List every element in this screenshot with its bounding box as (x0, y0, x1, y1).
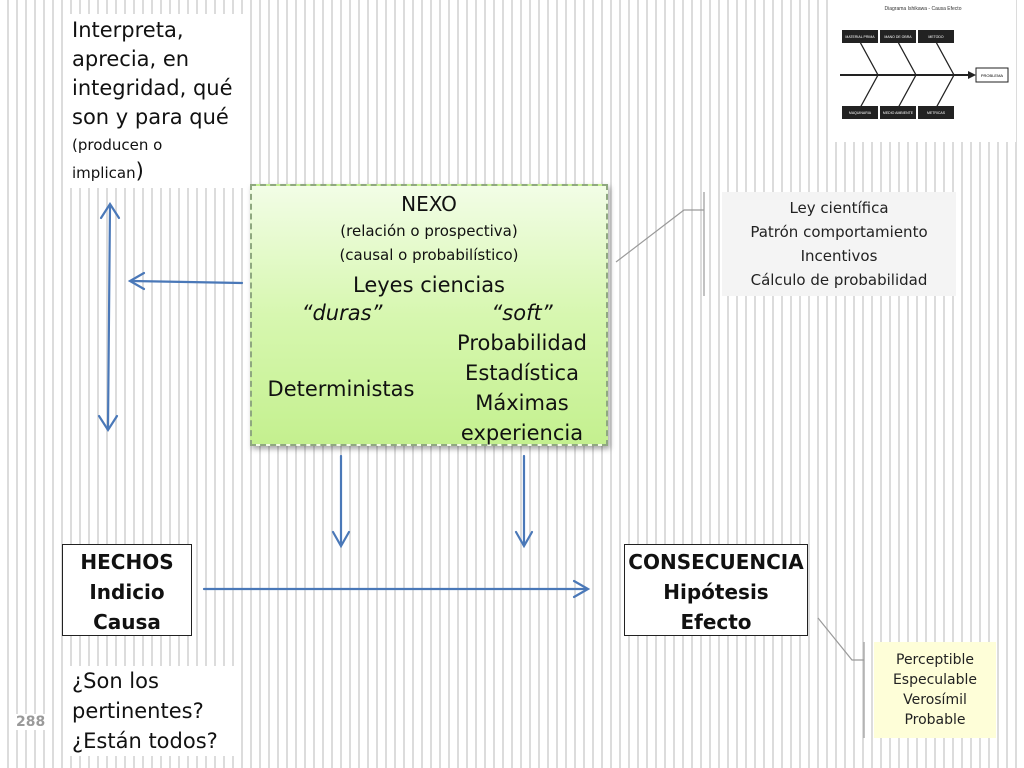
hechos-line: Causa (93, 610, 161, 634)
law-box-connector (615, 209, 704, 263)
effect-property: Especulable (892, 672, 978, 688)
question-line: ¿Están todos? (72, 729, 218, 753)
slide-number: 288 (14, 714, 48, 730)
left-note-line: aprecia, en (72, 47, 190, 71)
soft-item: Probabilidad (457, 331, 587, 355)
law-types-box: Ley científica Patrón comportamiento Inc… (722, 192, 956, 296)
soft-sciences-label: “soft” (491, 301, 553, 325)
thumbnail-bottom-label: METRICAS (927, 111, 946, 115)
questions-note: ¿Son los pertinentes? ¿Están todos? (66, 666, 238, 756)
left-note-line: integridad, qué (72, 76, 233, 100)
soft-items-list: Probabilidad Estadística Máximas experie… (442, 328, 602, 448)
left-note: Interpreta, aprecia, en integridad, qué … (66, 14, 250, 188)
left-note-close-paren: ) (135, 159, 144, 183)
hechos-title: HECHOS (80, 550, 174, 574)
thumbnail-bottom-label: MEDIO AMBIENTE (883, 111, 914, 115)
consecuencia-line: Hipótesis (663, 580, 769, 604)
thumbnail-top-label: MANO DE OBRA (884, 35, 912, 39)
soft-item: Estadística (465, 361, 579, 385)
nexo-subtitle-relation: (relación o prospectiva) (340, 222, 518, 240)
thumbnail-effect-label: PROBLEMA (981, 73, 1004, 78)
effect-properties-box: Perceptible Especulable Verosímil Probab… (874, 642, 996, 738)
arrowhead-up (99, 201, 121, 220)
consecuencia-line: Efecto (680, 610, 752, 634)
nexo-subtitle-causal: (causal o probabilístico) (339, 246, 519, 264)
effect-property: Perceptible (896, 652, 974, 668)
question-line: ¿Son los (72, 669, 159, 693)
left-note-small-text: implican (72, 164, 136, 182)
effect-box-connector (817, 617, 864, 661)
ishikawa-diagram-graphic: Diagrama Ishikawa - Causa Efecto PROBLEM… (840, 6, 1009, 119)
left-note-line: Interpreta, (72, 18, 184, 42)
deterministic-label: Deterministas (267, 377, 415, 401)
consecuencia-title: CONSECUENCIA (628, 550, 804, 574)
nexo-laws-heading: Leyes ciencias (352, 273, 505, 297)
law-type-item: Patrón comportamiento (750, 223, 928, 241)
nexo-box: NEXO (relación o prospectiva) (causal o … (250, 184, 608, 446)
arrowhead-down (331, 530, 351, 549)
thumbnail-top-label: MATERIAL PRIMA (845, 35, 875, 39)
consecuencia-box: CONSECUENCIA Hipótesis Efecto (624, 544, 808, 636)
nexo-to-left-arrow (130, 279, 244, 285)
law-type-item: Ley científica (789, 199, 889, 217)
arrowhead-left (127, 271, 146, 291)
vertical-double-arrow (106, 204, 112, 430)
arrowhead-down (514, 530, 534, 549)
thumbnail-top-label: METODO (928, 35, 944, 39)
arrowhead-right (572, 579, 591, 599)
hechos-box: HECHOS Indicio Causa (62, 544, 192, 636)
left-note-small-line: (producen o (72, 136, 163, 154)
thumbnail-bottom-label: MAQUINARIA (849, 111, 872, 115)
effect-property: Verosímil (903, 692, 967, 708)
left-note-line: son y para qué (72, 105, 229, 129)
left-note-small-line: implican) (72, 158, 244, 186)
soft-item: Máximas (475, 391, 569, 415)
law-type-item: Cálculo de probabilidad (750, 271, 928, 289)
nexo-title: NEXO (401, 192, 457, 216)
hechos-line: Indicio (89, 580, 165, 604)
thumbnail-title: Diagrama Ishikawa - Causa Efecto (885, 6, 962, 12)
soft-item: experiencia (460, 421, 584, 445)
arrowhead-down (97, 414, 119, 433)
question-line: pertinentes? (72, 699, 204, 723)
hard-sciences-label: “duras” (301, 301, 383, 325)
ishikawa-diagram-thumbnail: Diagrama Ishikawa - Causa Efecto PROBLEM… (830, 0, 1016, 142)
effect-property: Probable (904, 712, 966, 728)
law-type-item: Incentivos (800, 247, 878, 265)
